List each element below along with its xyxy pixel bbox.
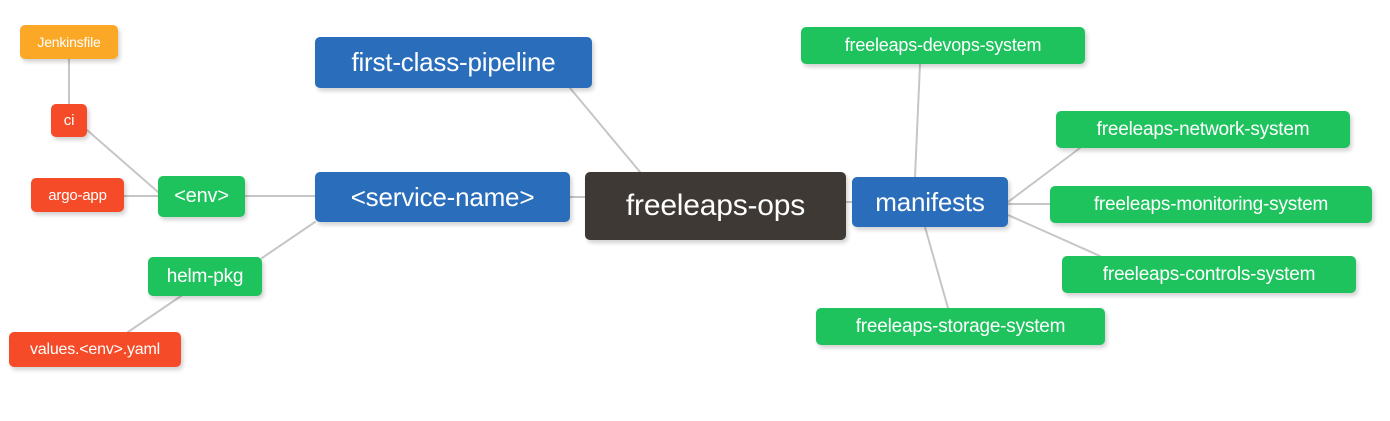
node-label: <service-name> [350,181,535,212]
node-values-yaml[interactable]: values.<env>.yaml [9,332,181,367]
node-freeleaps-ops[interactable]: freeleaps-ops [585,172,846,240]
node-label: <env> [174,185,229,207]
node-label: freeleaps-controls-system [1102,263,1316,285]
node-ci[interactable]: ci [51,104,87,137]
edge-manifests-to-storage [924,226,949,309]
node-network[interactable]: freeleaps-network-system [1056,111,1350,148]
node-jenkinsfile[interactable]: Jenkinsfile [20,25,118,59]
node-label: first-class-pipeline [351,47,556,77]
node-monitoring[interactable]: freeleaps-monitoring-system [1050,186,1372,223]
node-label: helm-pkg [166,265,244,287]
node-label: values.<env>.yaml [29,340,160,358]
node-label: freeleaps-ops [625,189,806,222]
node-label: freeleaps-network-system [1096,118,1310,140]
node-label: freeleaps-storage-system [855,315,1066,337]
node-manifests[interactable]: manifests [852,177,1008,227]
node-devops[interactable]: freeleaps-devops-system [801,27,1085,64]
node-controls[interactable]: freeleaps-controls-system [1062,256,1356,293]
node-first-class[interactable]: first-class-pipeline [315,37,592,88]
node-label: manifests [875,186,985,217]
node-env[interactable]: <env> [158,176,245,217]
node-argo-app[interactable]: argo-app [31,178,124,212]
node-label: ci [63,112,75,129]
node-label: freeleaps-monitoring-system [1093,193,1329,215]
edge-first-class-to-freeleaps-ops [569,87,641,173]
node-storage[interactable]: freeleaps-storage-system [816,308,1105,345]
node-label: freeleaps-devops-system [844,35,1042,55]
node-label: argo-app [48,186,107,204]
edge-service-name-to-helm-pkg [261,221,316,259]
node-label: Jenkinsfile [37,34,101,50]
edge-helm-pkg-to-values-yaml [127,295,182,333]
node-helm-pkg[interactable]: helm-pkg [148,257,262,296]
edge-manifests-to-devops [914,63,921,178]
node-service-name[interactable]: <service-name> [315,172,570,222]
